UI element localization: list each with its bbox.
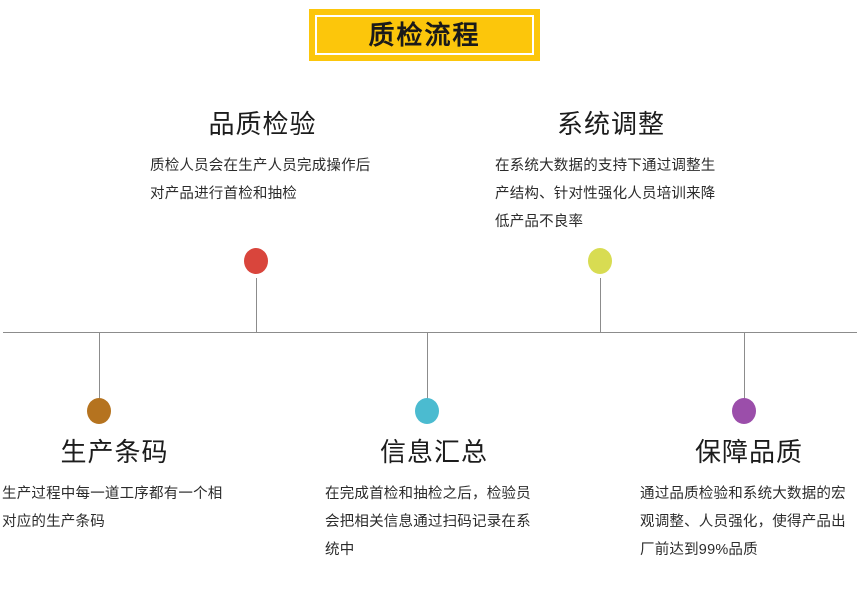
stem-quality-inspection — [256, 278, 257, 333]
node-title-system-adjustment: 系统调整 — [556, 109, 665, 139]
node-production-barcode: 生产条码 生产过程中每一道工序都有一个相对应的生产条码 — [2, 437, 227, 536]
stem-production-barcode — [99, 332, 100, 401]
dot-information-summary — [415, 398, 439, 424]
node-title-quality-inspection: 品质检验 — [208, 109, 317, 139]
node-desc-system-adjustment: 在系统大数据的支持下通过调整生产结构、针对性强化人员培训来降低产品不良率 — [495, 157, 716, 231]
dot-production-barcode — [87, 398, 111, 424]
node-system-adjustment: 系统调整 在系统大数据的支持下通过调整生产结构、针对性强化人员培训来降低产品不良… — [495, 109, 727, 237]
node-quality-inspection: 品质检验 质检人员会在生产人员完成操作后对产品进行首检和抽检 — [150, 109, 375, 208]
dot-quality-inspection — [244, 248, 268, 274]
node-information-summary: 信息汇总 在完成首检和抽检之后，检验员会把相关信息通过扫码记录在系统中 — [325, 437, 543, 565]
title-banner: 质检流程 — [309, 9, 540, 61]
node-desc-quality-inspection: 质检人员会在生产人员完成操作后对产品进行首检和抽检 — [150, 157, 371, 203]
stem-information-summary — [427, 332, 428, 401]
node-title-production-barcode: 生产条码 — [60, 437, 169, 467]
stem-system-adjustment — [600, 278, 601, 333]
node-title-quality-assurance: 保障品质 — [694, 437, 803, 467]
node-desc-quality-assurance: 通过品质检验和系统大数据的宏观调整、人员强化，使得产品出厂前达到99%品质 — [640, 485, 846, 559]
title-banner-inner-border: 质检流程 — [315, 15, 534, 55]
page-title: 质检流程 — [368, 20, 481, 50]
node-quality-assurance: 保障品质 通过品质检验和系统大数据的宏观调整、人员强化，使得产品出厂前达到99%… — [640, 437, 858, 565]
stem-quality-assurance — [744, 332, 745, 401]
dot-quality-assurance — [732, 398, 756, 424]
timeline-spine — [3, 332, 857, 333]
node-desc-information-summary: 在完成首检和抽检之后，检验员会把相关信息通过扫码记录在系统中 — [325, 485, 531, 559]
node-title-information-summary: 信息汇总 — [379, 437, 488, 467]
node-desc-production-barcode: 生产过程中每一道工序都有一个相对应的生产条码 — [2, 485, 223, 531]
dot-system-adjustment — [588, 248, 612, 274]
